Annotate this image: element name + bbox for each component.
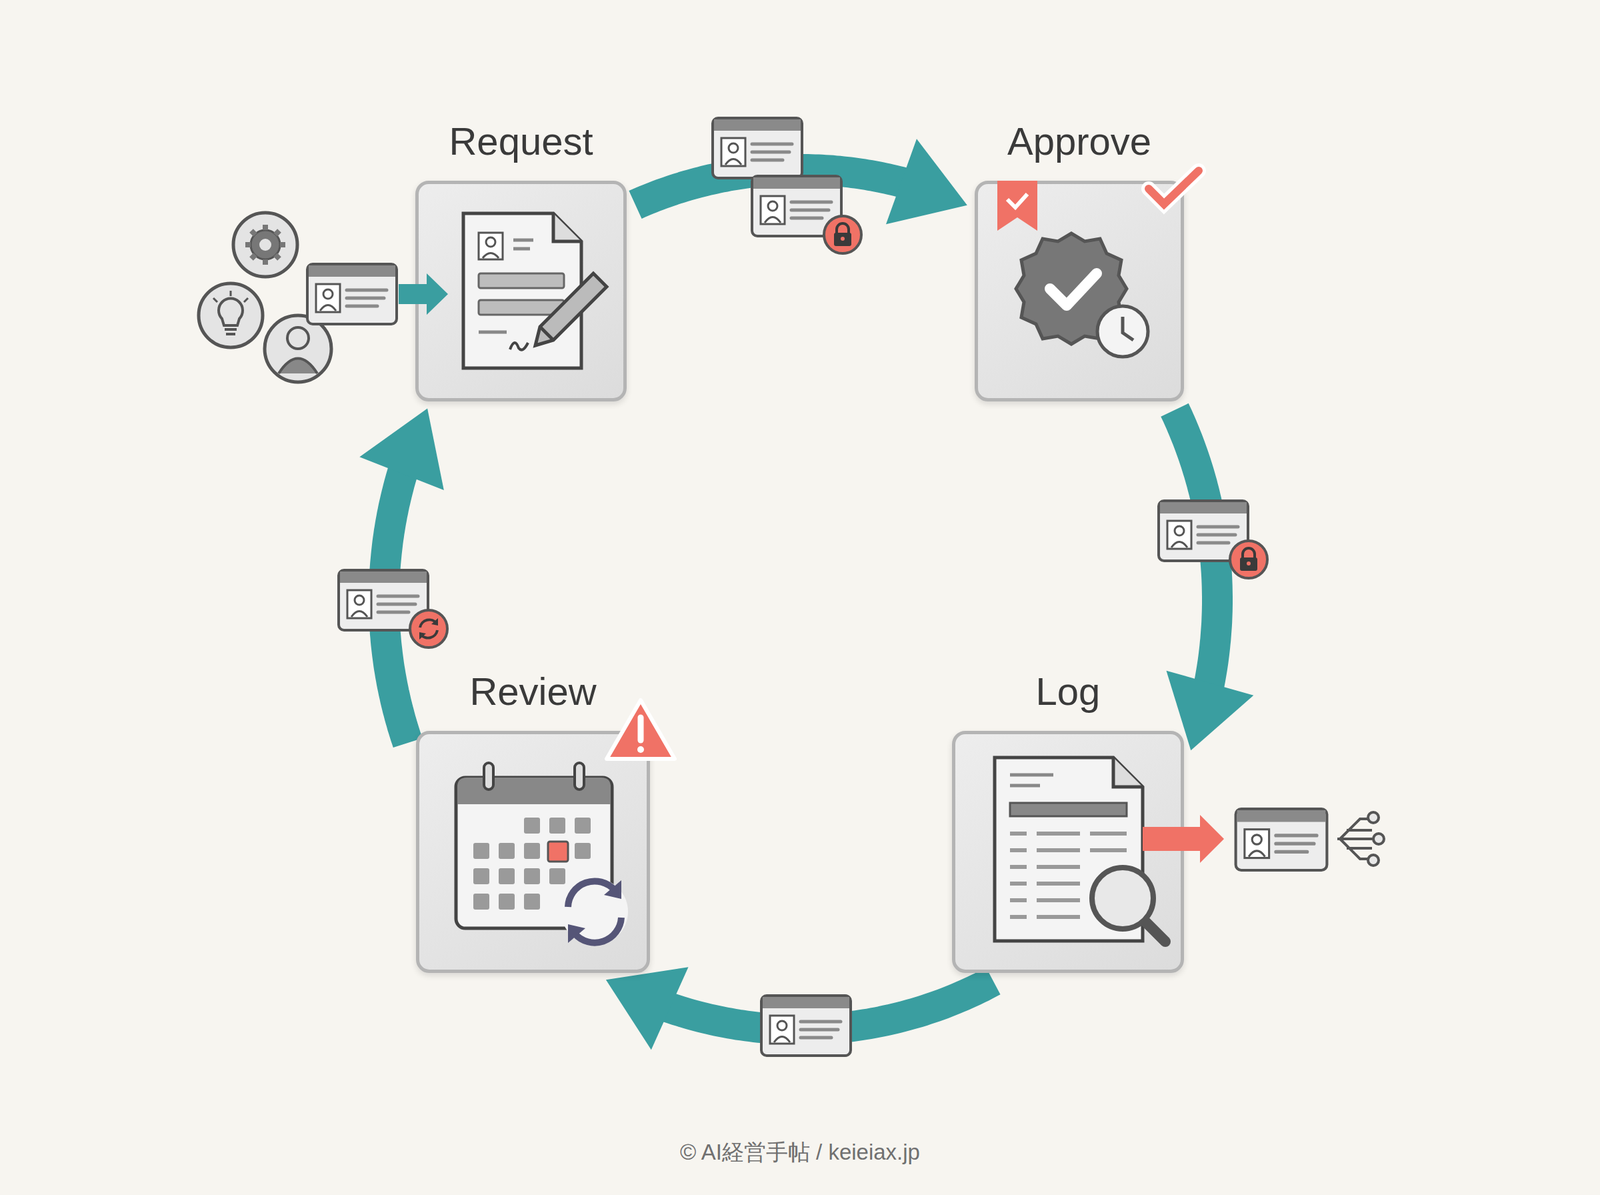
input-icons-part [250,230,280,260]
step-label: Log [875,668,1261,714]
log-document-icon-part [1368,854,1379,866]
cycle-arrow [606,966,994,1050]
step-label: Request [338,118,704,164]
input-icons-part [287,327,309,349]
input-icons [198,212,448,382]
sync-badge [410,610,448,648]
log-document-icon-part [1184,814,1224,863]
arrow-shaft [635,169,908,205]
ring-cards [338,118,1268,1056]
input-icons-part [233,212,298,277]
log-document-icon-part [1368,812,1379,823]
arrow-head [606,966,689,1050]
step-label: Review [339,668,727,714]
arrow-head [886,138,968,224]
id-card [761,995,851,1056]
input-icons-part [245,224,286,265]
lock-badge [1230,540,1268,578]
id-card [1236,808,1328,870]
process-box: Request [415,180,627,402]
input-icons-part [259,238,272,251]
input-icons-part [218,298,243,326]
step-label: Approve [898,118,1261,164]
process-box: Review [416,730,650,973]
arrow-shaft [1174,410,1218,690]
input-icons-part [278,358,318,374]
cycle-arrow [635,138,968,224]
id-card [307,264,397,324]
log-document-icon-part [1337,818,1378,859]
input-icons-part [213,290,248,302]
input-icons-part [224,329,237,334]
process-box: Approve [974,180,1184,402]
process-box: Log [952,730,1184,973]
id-card [712,118,802,178]
arrow-shaft [664,980,994,1030]
arrow-head [359,408,444,490]
cycle-arrow [1166,410,1254,750]
watermark: © AI経営手帖 / keieiax.jp [0,1137,1600,1168]
arrow-shaft [384,467,408,743]
log-document-icon-part [1373,833,1384,844]
id-card [338,570,428,630]
cycle-arrow [359,408,444,743]
input-icons-part [198,283,263,348]
lock-badge [824,216,862,254]
id-card [1158,500,1248,561]
id-card [752,176,842,236]
input-icons-part [264,315,332,382]
